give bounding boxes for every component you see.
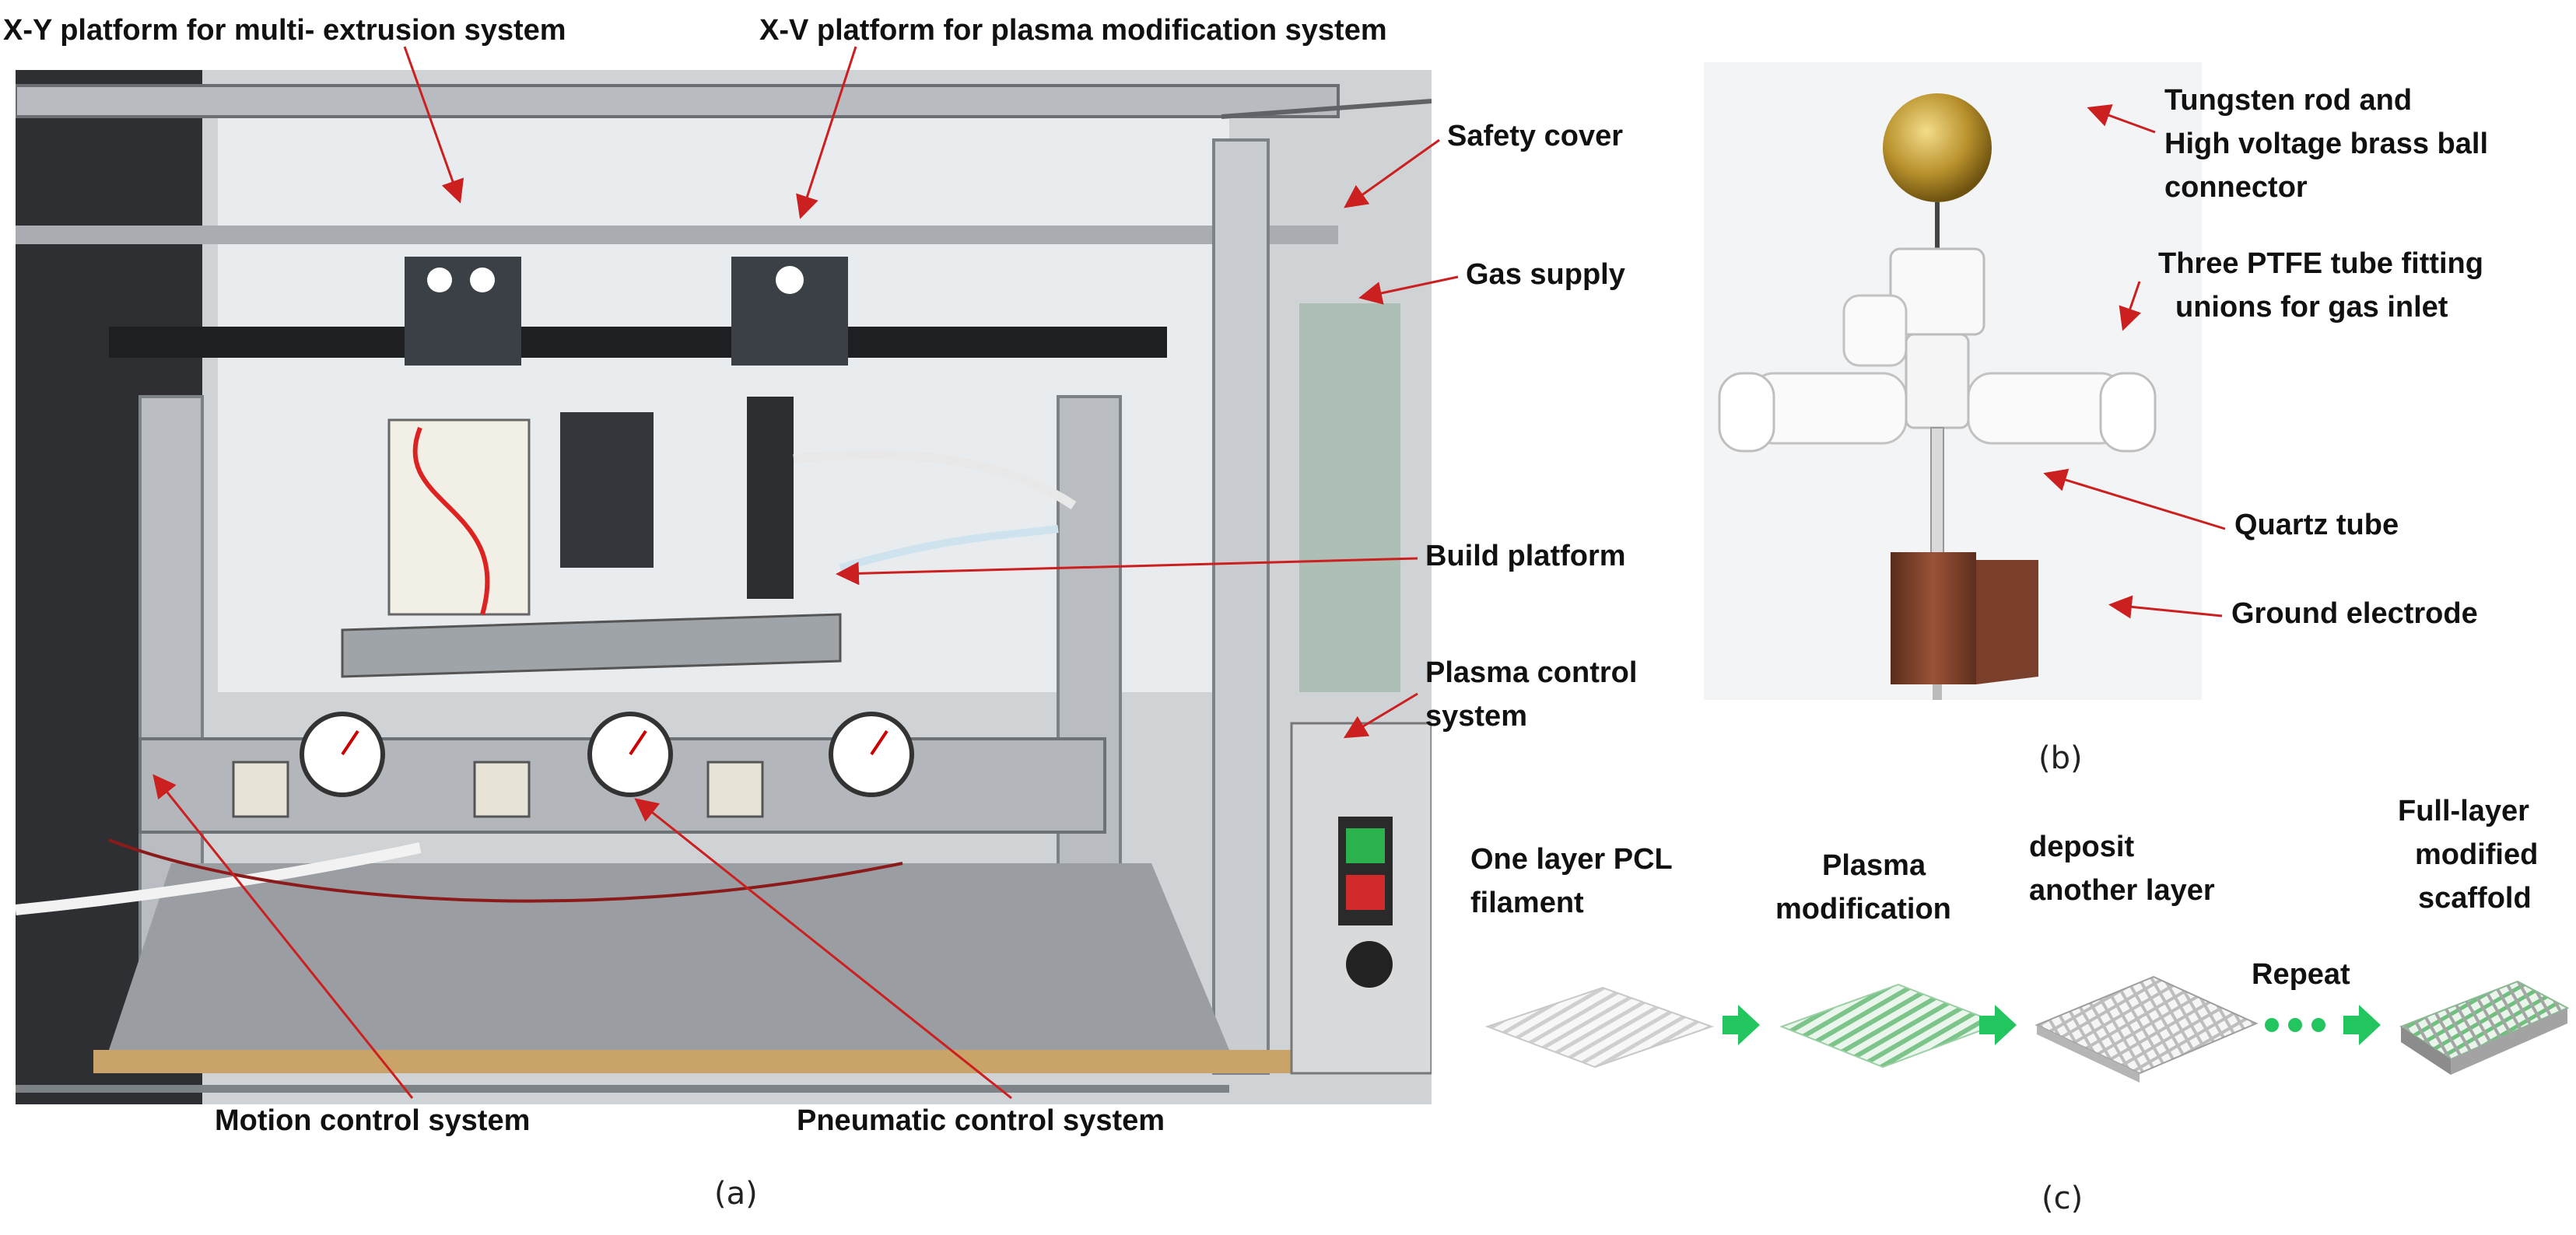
caption-b: (b)	[2038, 740, 2083, 776]
caption-c: (c)	[2042, 1181, 2084, 1216]
label-safety-cover: Safety cover	[1447, 120, 1624, 152]
label-pneumatic-control: Pneumatic control system	[797, 1104, 1165, 1137]
label-tungsten-line2: High voltage brass ball	[2164, 128, 2488, 160]
plasma-jet-illustration	[1704, 62, 2202, 700]
process-arrows	[1723, 1005, 2381, 1045]
label-xv-platform: X-V platform for plasma modification sys…	[759, 14, 1387, 47]
scaffold-tile-modified	[1779, 983, 2002, 1069]
step-1-line1: One layer PCL	[1470, 843, 1673, 876]
ground-electrode	[1891, 552, 1976, 684]
panel-b-render	[1704, 62, 2202, 700]
label-build-platform: Build platform	[1425, 540, 1626, 572]
label-plasma-control-line1: Plasma control	[1425, 656, 1638, 689]
step-2-line1: Plasma	[1822, 849, 1926, 882]
step-1-line2: filament	[1470, 887, 1584, 919]
step-4-line1: Full-layer	[2398, 795, 2529, 827]
scaffold-tile-two-layers	[2035, 975, 2259, 1075]
label-tungsten-line1: Tungsten rod and	[2164, 84, 2413, 117]
scaffold-tile-plain	[1485, 986, 1715, 1069]
label-ptfe-line2: unions for gas inlet	[2175, 291, 2448, 324]
brass-ball-connector	[1883, 93, 1992, 202]
repeat-label: Repeat	[2252, 958, 2350, 991]
step-3-line2: another layer	[2029, 874, 2215, 907]
caption-a: (a)	[714, 1176, 758, 1212]
label-plasma-control-line2: system	[1425, 700, 1527, 733]
label-xy-platform: X-Y platform for multi- extrusion system	[3, 14, 566, 47]
step-4-line2: modified	[2415, 838, 2539, 871]
step-2-line2: modification	[1775, 893, 1951, 925]
label-quartz-tube: Quartz tube	[2234, 509, 2399, 541]
label-tungsten-line3: connector	[2164, 171, 2308, 204]
label-ground-electrode: Ground electrode	[2231, 597, 2478, 630]
label-ptfe-line1: Three PTFE tube fitting	[2158, 247, 2483, 280]
step-3-line1: deposit	[2029, 831, 2135, 863]
label-gas-supply: Gas supply	[1466, 258, 1625, 291]
step-4-line3: scaffold	[2418, 882, 2532, 915]
label-motion-control: Motion control system	[215, 1104, 531, 1137]
